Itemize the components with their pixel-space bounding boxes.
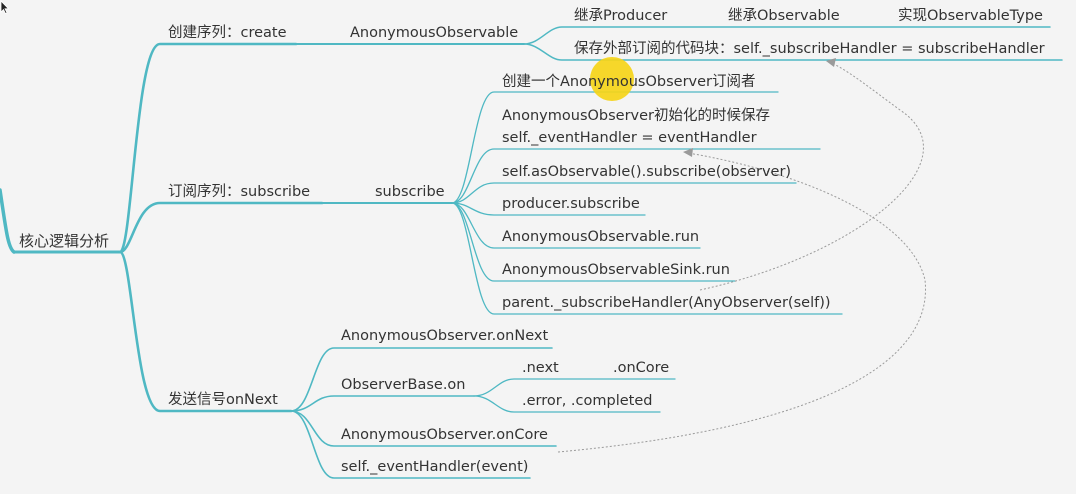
edge-step-4	[451, 202, 701, 249]
edge-onnext-1	[290, 395, 475, 412]
edge-onnext-0	[290, 347, 553, 412]
node-inherit-observable[interactable]: 继承Observable	[728, 8, 840, 24]
node-step-event-handler[interactable]: self._eventHandler = eventHandler	[502, 130, 757, 146]
root-trunk	[0, 188, 16, 254]
node-step-as-observable[interactable]: self.asObservable().subscribe(observer)	[502, 164, 792, 180]
edge-anonobs-save	[523, 43, 1063, 61]
edge-root-onnext	[118, 250, 293, 413]
node-step-producer-subscribe[interactable]: producer.subscribe	[502, 196, 640, 212]
edge-step-0	[451, 91, 779, 204]
node-inherit-producer[interactable]: 继承Producer	[574, 8, 668, 24]
arrowhead-eventhandler	[683, 148, 693, 157]
node-step-parent-handler[interactable]: parent._subscribeHandler(AnyObserver(sel…	[502, 295, 831, 311]
node-step-init-save[interactable]: AnonymousObserver初始化的时候保存	[502, 108, 771, 124]
edge-onnext-3	[290, 410, 531, 479]
edge-step-2	[451, 182, 797, 204]
cursor-highlight	[590, 57, 634, 101]
node-anonymous-observable[interactable]: AnonymousObservable	[350, 25, 519, 41]
node-save-subscribe-handler[interactable]: 保存外部订阅的代码块：self._subscribeHandler = subs…	[574, 41, 1045, 57]
node-on-oncore[interactable]: .onCore	[613, 360, 670, 376]
edge-on-error	[473, 395, 661, 413]
node-create[interactable]: 创建序列：create	[168, 25, 287, 41]
edge-step-3	[451, 202, 646, 216]
node-subscribe-method[interactable]: subscribe	[375, 184, 445, 200]
edge-on-next	[473, 378, 676, 397]
node-subscribe[interactable]: 订阅序列：subscribe	[168, 184, 311, 200]
edge-root-subscribe	[118, 201, 324, 254]
node-on-next[interactable]: .next	[522, 360, 559, 376]
arrow-sinkrun-to-save	[699, 62, 924, 291]
node-step-observable-run[interactable]: AnonymousObservable.run	[502, 229, 700, 245]
node-self-event-handler[interactable]: self._eventHandler(event)	[341, 459, 529, 475]
node-anonymous-observer-onnext[interactable]: AnonymousObserver.onNext	[341, 328, 549, 344]
root-node[interactable]: 核心逻辑分析	[19, 232, 110, 250]
mouse-pointer-icon	[0, 0, 10, 14]
node-step-sink-run[interactable]: AnonymousObservableSink.run	[502, 262, 730, 278]
edge-step-1	[451, 148, 821, 204]
node-on-error-completed[interactable]: .error, .completed	[522, 393, 653, 409]
edge-root-create	[118, 42, 298, 254]
node-step-create-observer[interactable]: 创建一个AnonymousObserver订阅者	[502, 74, 756, 90]
edge-onnext-2	[290, 410, 557, 447]
node-onnext[interactable]: 发送信号onNext	[168, 392, 278, 408]
edge-step-6	[451, 202, 843, 315]
node-implement-observabletype[interactable]: 实现ObservableType	[898, 8, 1043, 24]
node-anonymous-observer-oncore[interactable]: AnonymousObserver.onCore	[341, 427, 548, 443]
edge-anonobs-inherit	[523, 26, 1051, 45]
node-observerbase-on[interactable]: ObserverBase.on	[341, 377, 466, 393]
arrowhead-save	[826, 58, 836, 67]
